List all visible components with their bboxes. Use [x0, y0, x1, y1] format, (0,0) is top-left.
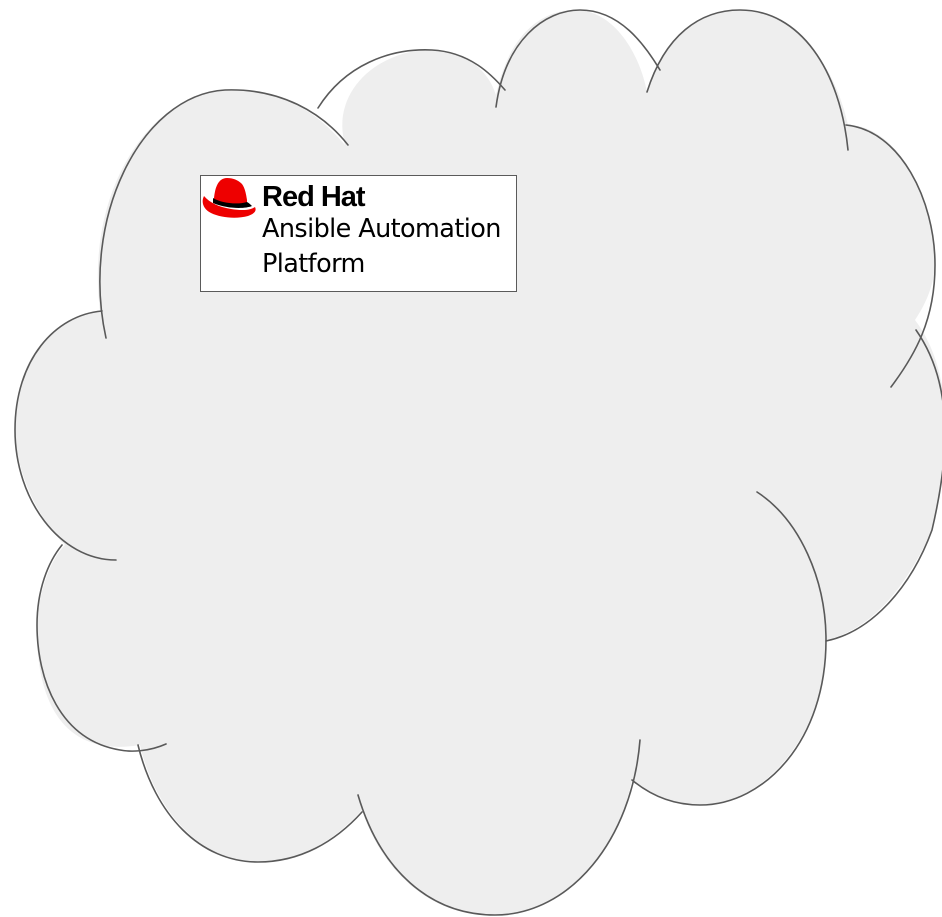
cloud-outline-right-upper-lobe — [845, 124, 936, 388]
cloud-outline-mid-top-lobe — [317, 49, 506, 109]
logo-brand-name: Red Hat — [262, 181, 366, 213]
cloud-outline-bottom-left-lobe — [137, 744, 363, 863]
logo-product-line-2: Platform — [262, 249, 365, 279]
logo-product-line-1: Ansible Automation — [262, 214, 501, 244]
logo-wordmark: Red Hat Ansible Automation Platform — [262, 183, 501, 287]
cloud-outline-bottom-center-lobe — [357, 739, 641, 916]
cloud-outline-top-right-lobe — [646, 9, 849, 151]
cloud-fill — [15, 10, 942, 915]
cloud-outline-inner-right-lobe — [631, 491, 827, 806]
cloud-outline-right-lower-lobe — [825, 329, 942, 642]
cloud-outline-left-top-lobe — [99, 89, 349, 339]
cloud-outline-top-center-lobe — [495, 9, 661, 108]
red-hat-fedora-icon — [202, 178, 256, 218]
cloud-outline-left-lower-lobe — [36, 544, 167, 752]
cloud-outline-left-middle-lobe — [14, 310, 117, 561]
red-hat-ansible-logo: Red Hat Ansible Automation Platform — [200, 175, 517, 292]
